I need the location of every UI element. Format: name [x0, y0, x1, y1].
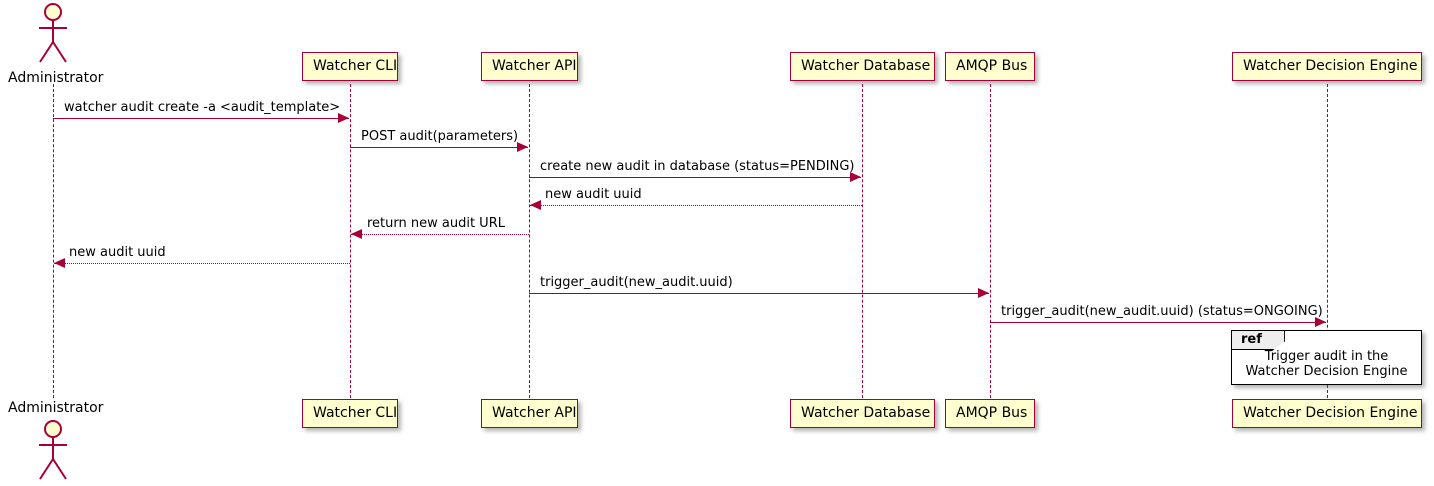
message-arrowhead-new-audit-uuid-db: [530, 200, 541, 210]
lifeline-administrator: [53, 84, 54, 398]
ref-fragment-text-line-1: Trigger audit in the: [1264, 349, 1389, 364]
lifeline-amqp-bus: [990, 84, 991, 398]
participant-decision-engine-top[interactable]: Watcher Decision Engine: [1232, 52, 1422, 81]
participant-watcher-database-top[interactable]: Watcher Database: [790, 52, 935, 81]
lifeline-watcher-api: [529, 84, 530, 398]
participant-watcher-database-bottom[interactable]: Watcher Database: [790, 399, 935, 428]
actor-label-administrator-top: Administrator: [8, 70, 104, 86]
message-line-create-new-audit: [529, 177, 861, 178]
message-label-return-new-audit-url: return new audit URL: [367, 216, 505, 231]
ref-fragment[interactable]: ref: [1231, 330, 1422, 385]
message-arrowhead-trigger-audit-ongoing: [1315, 317, 1326, 327]
message-label-post-audit: POST audit(parameters): [361, 129, 519, 144]
message-label-new-audit-uuid-admin: new audit uuid: [69, 245, 166, 260]
message-arrowhead-post-audit: [517, 142, 528, 152]
ref-fragment-text-line-2: Watcher Decision Engine: [1245, 364, 1408, 379]
message-label-trigger-audit: trigger_audit(new_audit.uuid): [540, 275, 733, 290]
message-label-new-audit-uuid-db: new audit uuid: [545, 187, 642, 202]
message-arrowhead-watcher-audit-create: [338, 113, 349, 123]
message-line-new-audit-uuid-db: [530, 205, 862, 206]
message-line-watcher-audit-create: [53, 118, 349, 119]
message-line-new-audit-uuid-admin: [54, 263, 350, 264]
message-line-post-audit: [350, 147, 528, 148]
message-label-trigger-audit-ongoing: trigger_audit(new_audit.uuid) (status=ON…: [1001, 304, 1323, 319]
message-line-trigger-audit-ongoing: [990, 322, 1326, 323]
participant-amqp-bus-bottom[interactable]: AMQP Bus: [945, 399, 1035, 428]
participant-watcher-cli-bottom[interactable]: Watcher CLI: [302, 399, 398, 428]
participant-amqp-bus-top[interactable]: AMQP Bus: [945, 52, 1035, 81]
actor-label-administrator-bottom: Administrator: [8, 400, 104, 416]
message-arrowhead-return-new-audit-url: [351, 229, 362, 239]
lifeline-watcher-cli: [350, 84, 351, 398]
lifeline-watcher-database: [862, 84, 863, 398]
message-label-create-new-audit: create new audit in database (status=PEN…: [540, 159, 855, 174]
ref-fragment-tab-label: ref: [1232, 331, 1285, 350]
actor-administrator-bottom[interactable]: [31, 419, 75, 483]
participant-watcher-api-top[interactable]: Watcher API: [481, 52, 578, 81]
participant-decision-engine-bottom[interactable]: Watcher Decision Engine: [1232, 399, 1422, 428]
participant-watcher-api-bottom[interactable]: Watcher API: [481, 399, 578, 428]
message-line-return-new-audit-url: [351, 234, 529, 235]
participant-watcher-cli-top[interactable]: Watcher CLI: [302, 52, 398, 81]
actor-administrator-top[interactable]: [31, 2, 75, 66]
message-arrowhead-new-audit-uuid-admin: [54, 258, 65, 268]
message-arrowhead-create-new-audit: [850, 172, 861, 182]
message-line-trigger-audit: [529, 293, 989, 294]
message-label-watcher-audit-create: watcher audit create -a <audit_template>: [64, 100, 341, 115]
message-arrowhead-trigger-audit: [978, 288, 989, 298]
lifeline-decision-engine: [1327, 84, 1328, 398]
